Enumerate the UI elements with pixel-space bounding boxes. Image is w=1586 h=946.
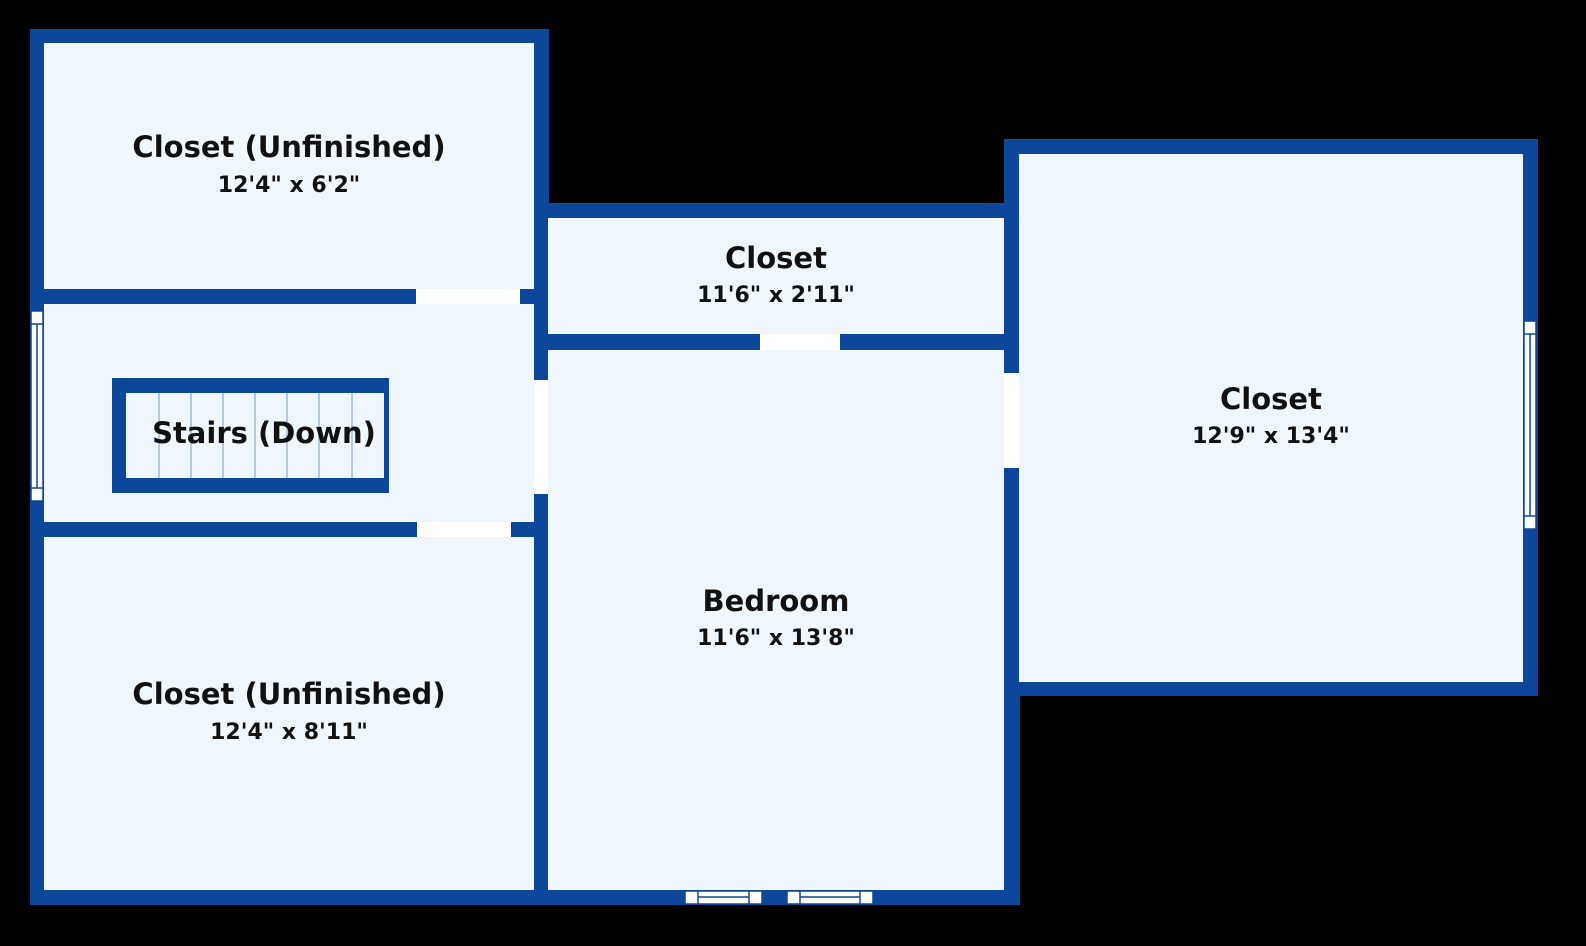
room-dimensions-closet-small: 11'6" x 2'11" xyxy=(697,283,855,308)
room-dimensions-bedroom: 11'6" x 13'8" xyxy=(697,626,855,651)
doorway-bottom-closet xyxy=(417,522,511,537)
room-name-closet-unfinished-top: Closet (Unfinished) xyxy=(132,130,445,164)
floor-bedroom xyxy=(548,350,1004,890)
floor-closet-right xyxy=(1019,154,1523,682)
doorway-small-closet xyxy=(760,334,840,350)
floor-closet-unfinished-bottom xyxy=(44,537,534,890)
room-name-bedroom: Bedroom xyxy=(703,584,850,618)
windows xyxy=(30,310,1537,905)
floors xyxy=(44,43,1523,890)
floor-closet-unfinished-top xyxy=(44,43,534,289)
room-name-closet-right: Closet xyxy=(1220,382,1322,416)
room-dimensions-closet-unfinished-top: 12'4" x 6'2" xyxy=(218,173,360,198)
room-name-closet-unfinished-bottom: Closet (Unfinished) xyxy=(132,677,445,711)
room-dimensions-closet-unfinished-bottom: 12'4" x 8'11" xyxy=(210,720,368,745)
room-dimensions-closet-right: 12'9" x 13'4" xyxy=(1192,424,1350,449)
doorways xyxy=(416,289,1019,537)
doorway-hall-bedroom xyxy=(534,380,548,494)
floor-closet-small xyxy=(548,218,1004,334)
doorway-top-closet xyxy=(416,289,520,304)
stair-lines xyxy=(158,393,353,478)
stairs-symbol xyxy=(112,378,389,493)
room-name-closet-small: Closet xyxy=(725,241,827,275)
doorway-right-closet xyxy=(1004,373,1019,468)
room-name-stairs: Stairs (Down) xyxy=(152,416,376,450)
room-labels: Closet (Unfinished) 12'4" x 6'2" Stairs … xyxy=(132,130,1349,745)
